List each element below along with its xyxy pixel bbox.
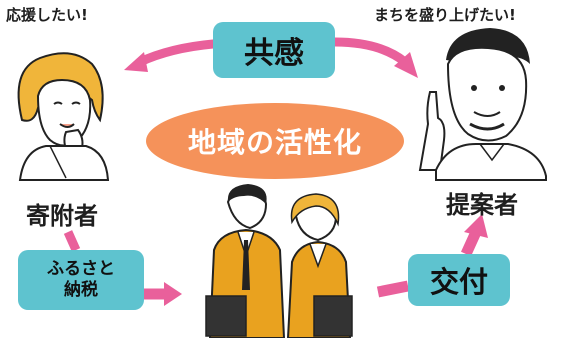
speech-right: まちを盛り上げたい!: [374, 6, 516, 24]
furusato-line1: ふるさと: [47, 259, 115, 279]
man-pointing-icon: [418, 28, 547, 181]
arrowhead-donor: [124, 52, 148, 72]
arrowhead-proposer-up: [464, 214, 488, 238]
arrow-kofu-to-proposer: [460, 229, 482, 257]
grant-label: 交付: [429, 265, 488, 299]
center-label: 地域の活性化: [187, 126, 362, 159]
proposer-label: 提案者: [446, 191, 518, 219]
woman-icon: [17, 52, 110, 181]
businessman-icon: [205, 184, 286, 338]
grant-box: 交付: [408, 254, 510, 306]
speech-left: 応援したい!: [6, 6, 88, 24]
arrow-empathy-to-proposer: [330, 37, 410, 67]
regional-revitalization-ellipse: 地域の活性化: [146, 103, 404, 179]
donor-label: 寄附者: [26, 202, 98, 230]
businesswoman-icon: [286, 193, 353, 338]
arrow-donor-to-furusato: [63, 230, 81, 252]
empathy-box: 共感: [213, 22, 335, 78]
arrow-staff-to-kofu: [376, 280, 410, 298]
furusato-tax-box: ふるさと 納税: [18, 250, 144, 310]
furusato-line2: 納税: [64, 280, 98, 300]
arrow-empathy-to-donor: [135, 39, 218, 67]
arrowhead-proposer: [394, 52, 418, 78]
empathy-label: 共感: [244, 36, 304, 71]
arrowhead-staff: [164, 282, 182, 306]
